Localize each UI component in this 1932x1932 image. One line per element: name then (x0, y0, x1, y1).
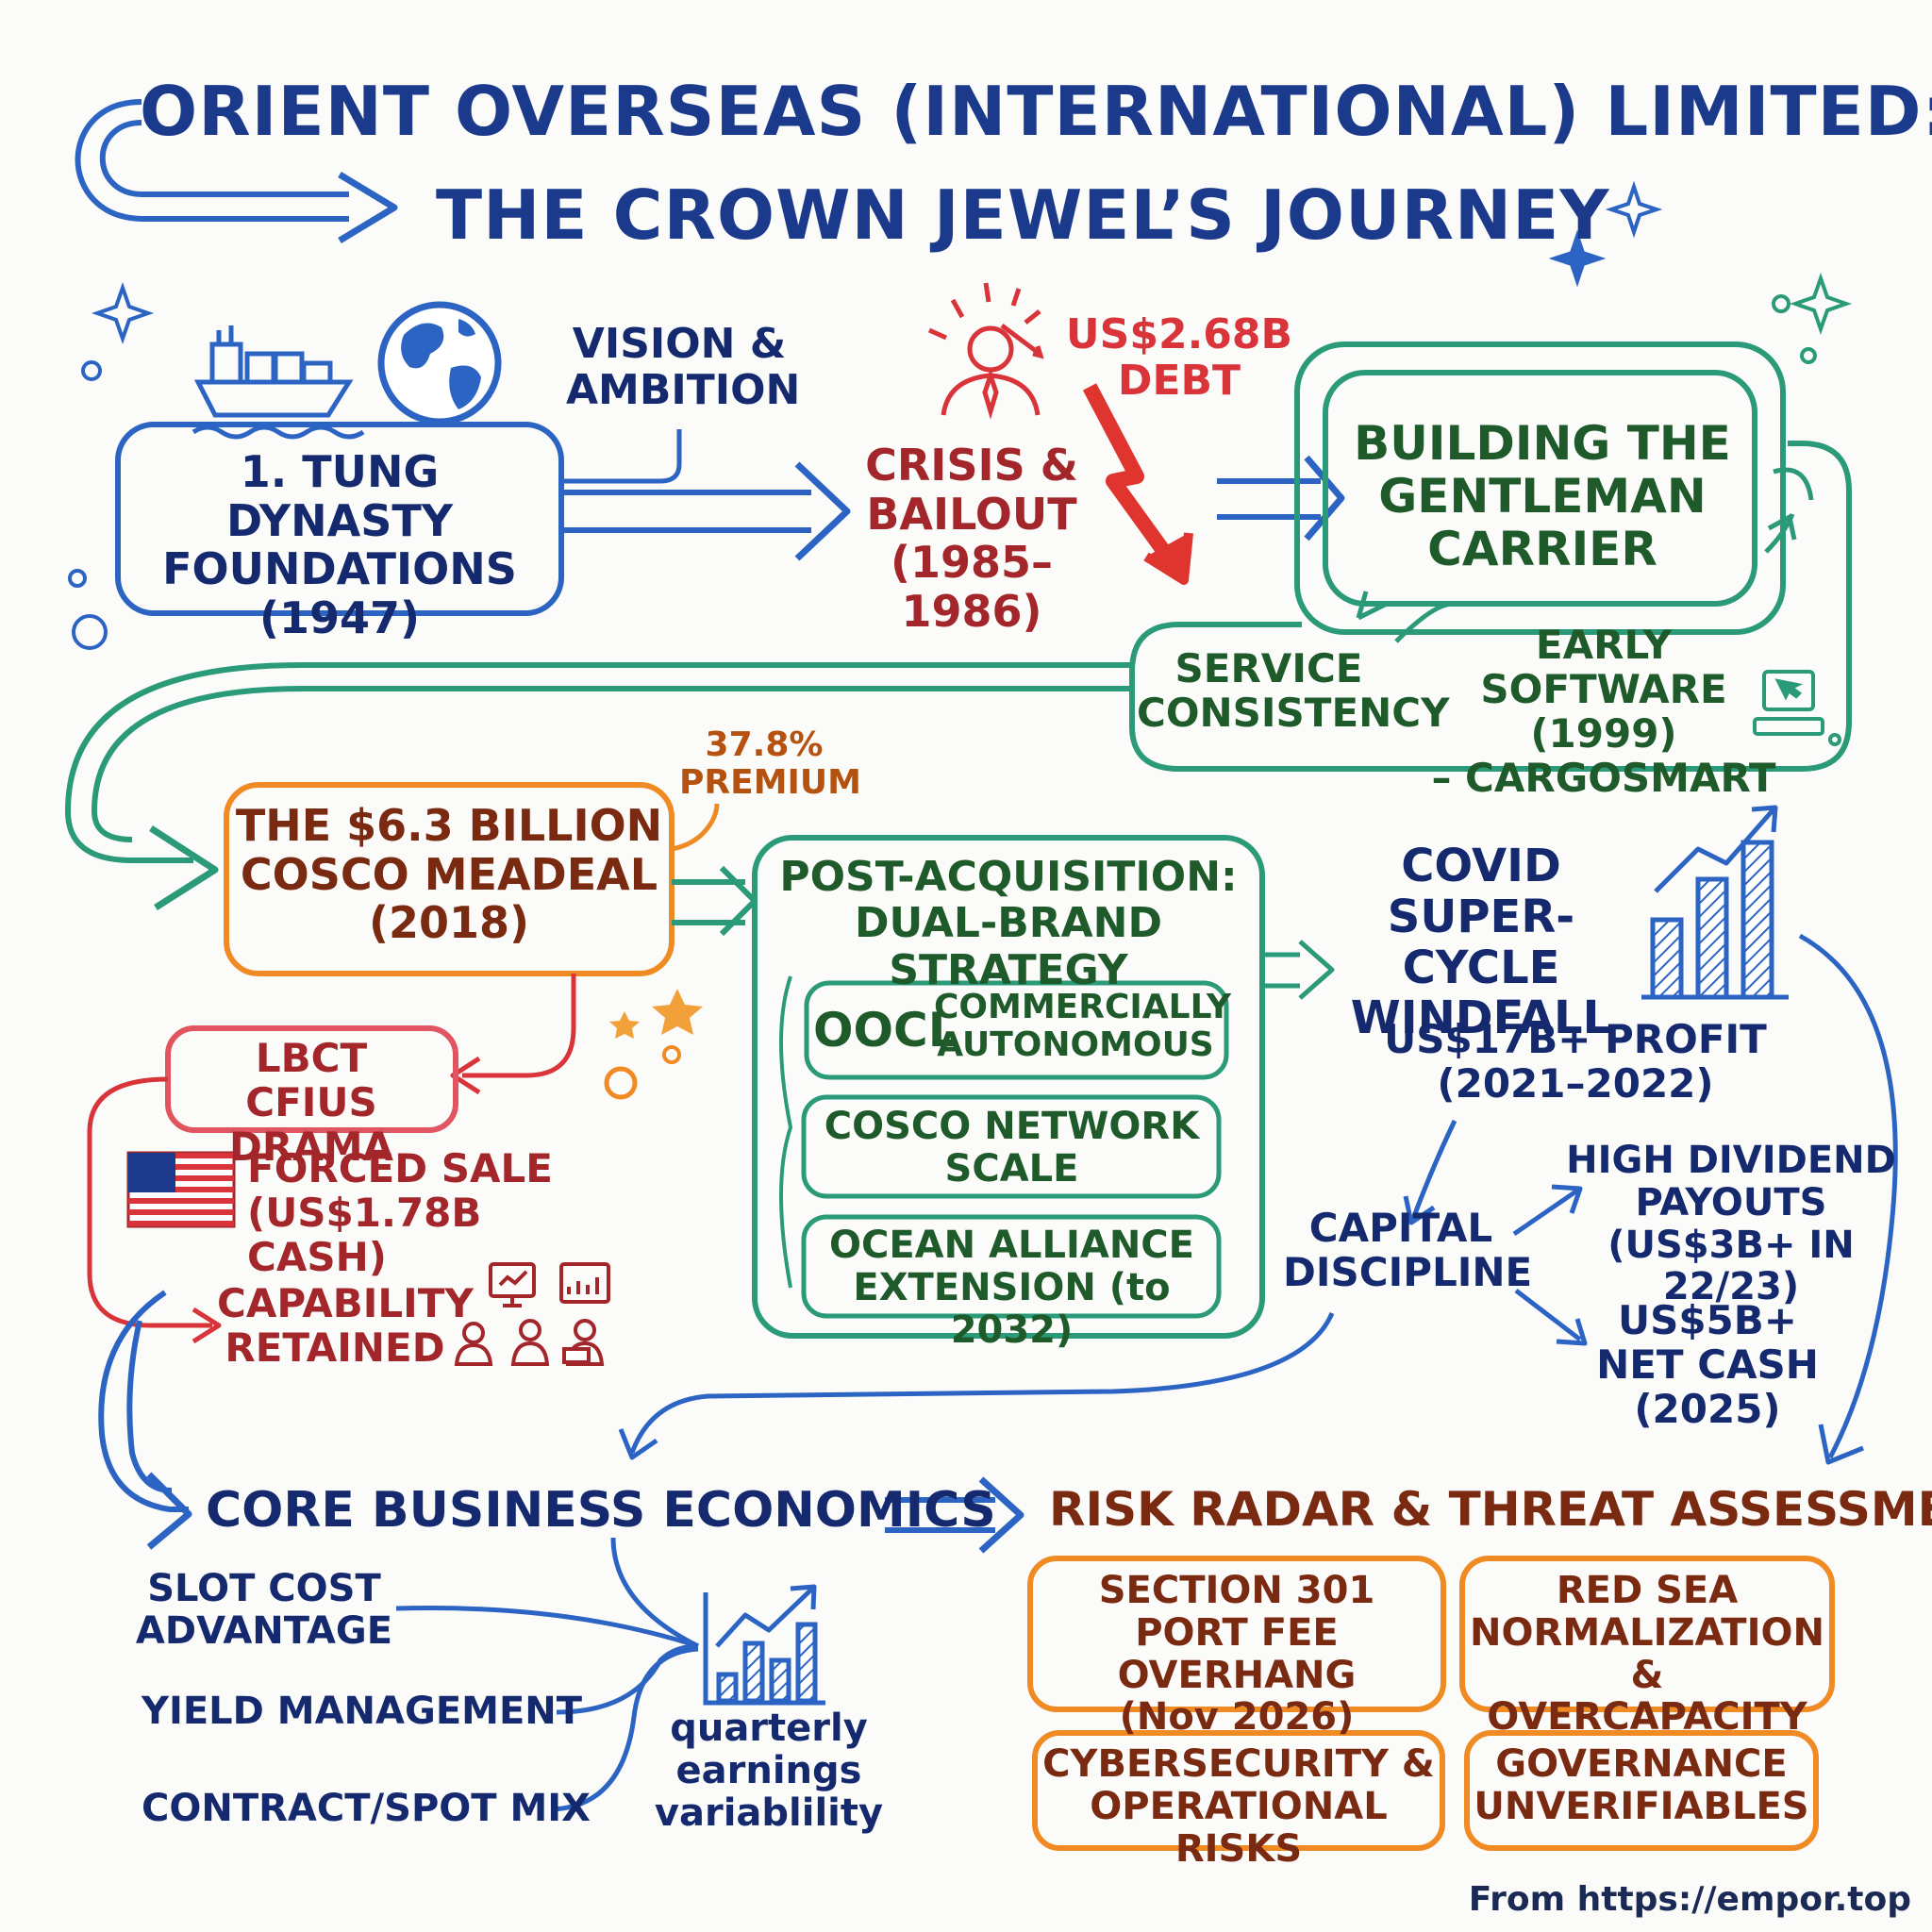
alliance-label: OCEAN ALLIANCE EXTENSION (to 2032) (829, 1224, 1194, 1352)
stage3-label: BUILDING THE GENTLEMAN CARRIER (1354, 416, 1731, 576)
risk-title: RISK RADAR & THREAT ASSESSMENT (1049, 1482, 1932, 1537)
crisis-person-icon (927, 282, 1044, 420)
ship-icon (192, 325, 365, 440)
vision-connector (561, 429, 682, 484)
oocl-desc: COMMERCIALLY AUTONOMOUS (934, 988, 1231, 1065)
postacq-title: POST-ACQUISITION: DUAL-BRAND STRATEGY (779, 853, 1238, 994)
stage3-to-stage4-loop (64, 662, 1132, 863)
oocl-box (804, 980, 1229, 1080)
capital-label: CAPITAL DISCIPLINE (1283, 1205, 1533, 1296)
dividend-label: HIGH DIVIDEND PAYOUTS (US$3B+ IN 22/23) (1566, 1139, 1896, 1309)
sparkle-icon (91, 180, 1853, 345)
software-label: EARLY SOFTWARE (1999) – CARGOSMART (1431, 622, 1776, 802)
cosco-box (801, 1094, 1222, 1199)
slot-connector (395, 1606, 699, 1649)
stage1-label: 1. TUNG DYNASTY FOUNDATIONS (1947) (162, 446, 517, 643)
netcash-label: US$5B+ NET CASH (2025) (1596, 1297, 1819, 1433)
redsea-label: RED SEA NORMALIZATION & OVERCAPACITY (1470, 1569, 1824, 1740)
stage4-label: THE $6.3 BILLION COSCO MEADEAL (2018) (235, 800, 663, 949)
source-footer: From https://empor.top (1468, 1880, 1911, 1919)
cosco-label: COSCO NETWORK SCALE (824, 1105, 1200, 1191)
variability-label: quarterly earnings variablility (654, 1707, 884, 1835)
section301-box (1027, 1556, 1446, 1712)
covid-to-risk-arrow (1798, 933, 1898, 1459)
postacq-outer-box (752, 835, 1265, 1339)
title-arrowhead (338, 172, 398, 243)
profit-to-capital-arrow (1410, 1119, 1457, 1220)
yield-label: YIELD MANAGEMENT (142, 1690, 583, 1733)
debt-zigzag-arrow (1082, 383, 1181, 571)
redsea-box (1459, 1556, 1835, 1712)
capability-icons (454, 1262, 610, 1366)
globe-icon (377, 301, 502, 425)
stage4-to-postacq-arrow (672, 879, 745, 925)
cyber-label: CYBERSECURITY & OPERATIONAL RISKS (1042, 1742, 1435, 1871)
star-icon (652, 989, 703, 1035)
service-label: SERVICE CONSISTENCY (1137, 645, 1450, 737)
capital-to-dividend-arrow (1512, 1188, 1579, 1237)
title-swoop-arrow (75, 99, 349, 222)
section301-label: SECTION 301 PORT FEE OVERHANG (Nov 2026) (1098, 1569, 1375, 1740)
cyber-box (1032, 1730, 1445, 1851)
postacq-to-covid-arrow (1262, 952, 1300, 989)
oocl-label: OOCL (813, 1003, 958, 1058)
capability-to-core-arrow (98, 1290, 189, 1512)
debt-label: US$2.68B DEBT (1065, 310, 1293, 406)
page-title-line2: THE CROWN JEWEL’S JOURNEY (436, 175, 1610, 255)
stage2-to-stage3-arrow (1217, 478, 1321, 520)
us-flag-icon (126, 1151, 236, 1228)
stage1-box (115, 422, 564, 616)
lbct-to-capability-arrow (87, 1076, 212, 1328)
core-to-risk-arrow (885, 1497, 995, 1533)
computer-icon (1753, 670, 1841, 746)
capital-to-core-arrow (629, 1312, 1335, 1454)
premium-label: 37.8% PREMIUM (679, 725, 861, 803)
stage3-outer-box (1294, 341, 1786, 635)
governance-box (1464, 1730, 1819, 1851)
stage2-label: CRISIS & BAILOUT (1985–1986) (865, 440, 1078, 637)
mix-label: CONTRACT/SPOT MIX (142, 1787, 591, 1830)
governance-label: GOVERNANCE UNVERIFIABLES (1474, 1742, 1809, 1828)
lbct-label: LBCT CFIUS DRAMA (228, 1035, 393, 1171)
earnings-chart-icon (703, 1584, 825, 1706)
profit-label: US$17B+ PROFIT (2021–2022) (1384, 1016, 1767, 1108)
covid-title: COVID SUPER-CYCLE WINDFALL (1350, 840, 1612, 1045)
bar-chart-icon (1641, 805, 1789, 1000)
slot-label: SLOT COST ADVANTAGE (135, 1567, 393, 1653)
vision-label: VISION & AMBITION (566, 320, 801, 415)
stage1-to-stage2-arrow (561, 490, 811, 533)
page-title-line1: ORIENT OVERSEAS (INTERNATIONAL) LIMITED: (140, 72, 1932, 151)
stage4-to-lbct-connector (462, 974, 576, 1078)
capital-to-netcash-arrow (1514, 1289, 1582, 1341)
mix-connector (551, 1646, 699, 1812)
capability-label: CAPABILITY RETAINED (217, 1280, 474, 1372)
stage3-sub-box (1129, 441, 1852, 772)
forced-sale-label: FORCED SALE (US$1.78B CASH) (247, 1145, 553, 1281)
core-title: CORE BUSINESS ECONOMICS (206, 1482, 996, 1539)
alliance-box (801, 1214, 1222, 1319)
